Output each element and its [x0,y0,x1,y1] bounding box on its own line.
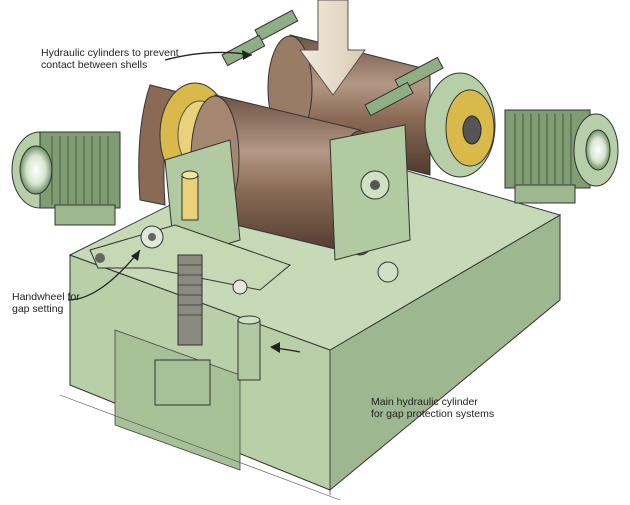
handwheel-label: Handwheel for gap setting [12,291,80,315]
hydraulic-cylinders-label: Hydraulic cylinders to prevent contact b… [41,47,179,71]
right-motor [504,109,619,204]
left-motor [11,131,121,226]
right-drive-pulley [424,72,496,178]
handwheel-assembly [89,170,291,406]
main-hydraulic-cylinder [237,315,261,381]
hydraulic-cylinders [221,9,444,117]
feed-arrow [299,0,366,96]
main-hydraulic-cylinder-label: Main hydraulic cylinder for gap protecti… [371,396,495,420]
leader-lines [67,50,301,353]
